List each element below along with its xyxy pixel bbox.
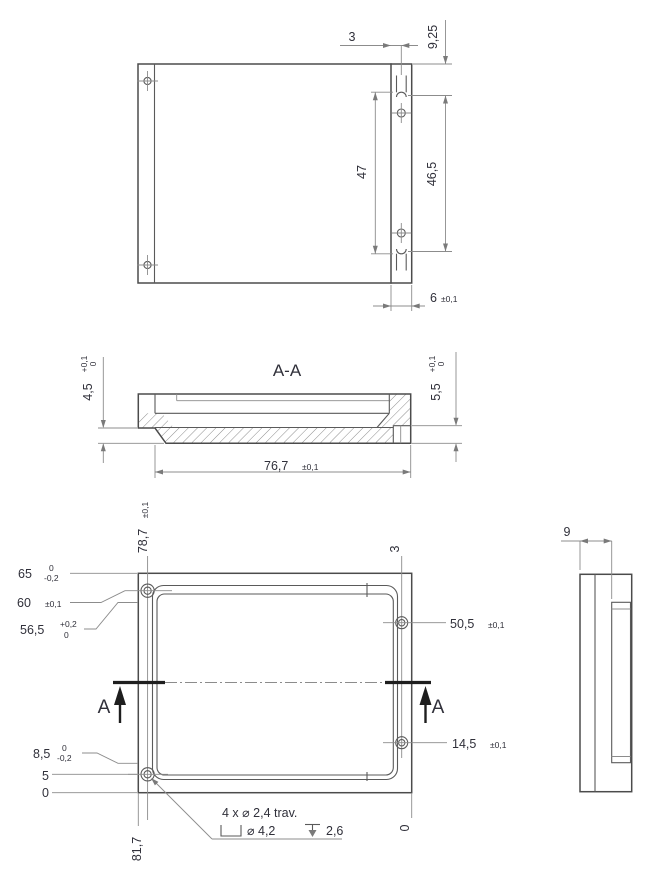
section-title: A-A	[273, 361, 302, 380]
dim-groove-label: 5,5	[429, 383, 443, 400]
dim-hole-span-label: 46,5	[425, 162, 439, 186]
dim-0-right-label: 0	[398, 824, 412, 831]
hatch-left-lip	[138, 413, 174, 428]
note-depth-label: 2,6	[326, 824, 343, 838]
dim-lip-tol-dn: 0	[88, 361, 98, 366]
dim-slot-length-label: 47	[355, 165, 369, 179]
depth-icon	[305, 823, 320, 837]
dim-85-tol-up: 0	[62, 743, 67, 753]
dim-0-left-label: 0	[42, 786, 49, 800]
dim-hole-offset-label: 3	[349, 30, 356, 44]
dim-565-tol-dn: 0	[64, 630, 69, 640]
front-view: A A 65 0 -0,2 60 ±0,1 56,5 +0,2 0 8,5 0 …	[17, 501, 507, 861]
dim-depth-label: 9	[564, 525, 571, 539]
dim-step-tol: ±0,1	[441, 294, 458, 304]
dim-565-label: 56,5	[20, 623, 44, 637]
dim-lip-tol-up: +0,1	[79, 355, 89, 372]
cbore-hole-top-right	[383, 616, 446, 630]
note-cbore-label: ⌀ 4,2	[247, 824, 275, 838]
dim-787-tol: ±0,1	[140, 501, 150, 518]
section-right-chamfer	[376, 412, 390, 428]
dim-0-left: 0	[42, 786, 137, 800]
dim-lip-label: 4,5	[81, 383, 95, 400]
dim-505-label: 50,5	[450, 617, 474, 631]
dim-5: 5	[42, 769, 137, 783]
hole-note: 4 x ⌀ 2,4 trav. ⌀ 4,2 2,6	[151, 778, 343, 840]
dim-60-label: 60	[17, 596, 31, 610]
hole-top-right	[391, 103, 412, 123]
hatch-right-wall	[389, 394, 411, 426]
top-view-outline	[137, 63, 413, 284]
dim-step-label: 6	[430, 291, 437, 305]
section-arrow-right	[419, 686, 432, 705]
dim-787-label: 78,7	[136, 529, 150, 553]
dim-787: 78,7 ±0,1	[136, 501, 150, 553]
dim-145-tol: ±0,1	[490, 740, 507, 750]
dim-505: 50,5 ±0,1	[450, 617, 505, 631]
cbore-hole-top-left	[125, 583, 172, 598]
dim-60: 60 ±0,1	[17, 590, 126, 610]
section-arrow-left	[114, 686, 126, 705]
dim-edge-to-slot-label: 9,25	[426, 25, 440, 49]
dim-65-tol-dn: -0,2	[44, 573, 59, 583]
section-view: A-A 4,5 +0,1 0	[79, 352, 462, 478]
dim-hole-span: 46,5	[408, 95, 452, 252]
dim-hole-offset: 3	[340, 30, 418, 75]
pocket-inner	[156, 593, 394, 776]
hole-top-left	[137, 71, 158, 91]
side-view-pocket	[611, 601, 632, 764]
dim-565: 56,5 +0,2 0	[20, 602, 138, 640]
dim-65-tol-up: 0	[49, 563, 54, 573]
dim-width: 76,7 ±0,1	[154, 445, 412, 478]
dim-width-label: 76,7	[264, 459, 288, 473]
dim-817-label: 81,7	[130, 837, 144, 861]
dim-depth: 9	[561, 525, 613, 599]
hatch-base-slab	[155, 427, 394, 444]
dim-65-label: 65	[18, 567, 32, 581]
side-view-outline	[579, 573, 633, 793]
section-mark-left: A	[98, 697, 111, 718]
dim-85-label: 8,5	[33, 747, 50, 761]
dim-565-tol-up: +0,2	[60, 619, 77, 629]
cbore-hole-bottom-right	[383, 736, 447, 750]
dim-85-tol-dn: -0,2	[57, 753, 72, 763]
top-view: 3 9,25 47 46,5	[137, 20, 458, 311]
section-cut-line: A A	[98, 680, 445, 723]
front-view-outline	[137, 572, 413, 794]
dim-60-tol: ±0,1	[45, 599, 62, 609]
dim-5-label: 5	[42, 769, 49, 783]
right-slot	[395, 75, 407, 271]
dim-lip: 4,5 +0,1 0	[79, 355, 164, 463]
dim-groove: 5,5 +0,1 0	[412, 352, 462, 462]
hole-bottom-right	[391, 223, 412, 243]
dim-505-tol: ±0,1	[488, 620, 505, 630]
dim-145: 14,5 ±0,1	[452, 737, 507, 751]
section-outline	[137, 393, 412, 445]
side-view: 9	[561, 525, 633, 793]
dim-groove-tol-up: +0,1	[427, 355, 437, 372]
dim-step: 6 ±0,1	[373, 285, 458, 311]
dim-slot-length: 47	[355, 91, 393, 255]
dim-3-top-label: 3	[388, 545, 402, 552]
note-line1: 4 x ⌀ 2,4 trav.	[222, 806, 297, 820]
hole-bottom-left	[137, 255, 158, 275]
section-mark-right: A	[432, 697, 445, 718]
dim-groove-tol-dn: 0	[436, 361, 446, 366]
dim-width-tol: ±0,1	[302, 462, 319, 472]
dim-edge-to-slot: 9,25	[413, 20, 452, 65]
dim-145-label: 14,5	[452, 737, 476, 751]
dim-85: 8,5 0 -0,2	[33, 743, 138, 764]
counterbore-icon	[220, 825, 242, 837]
dim-65: 65 0 -0,2	[18, 563, 137, 583]
